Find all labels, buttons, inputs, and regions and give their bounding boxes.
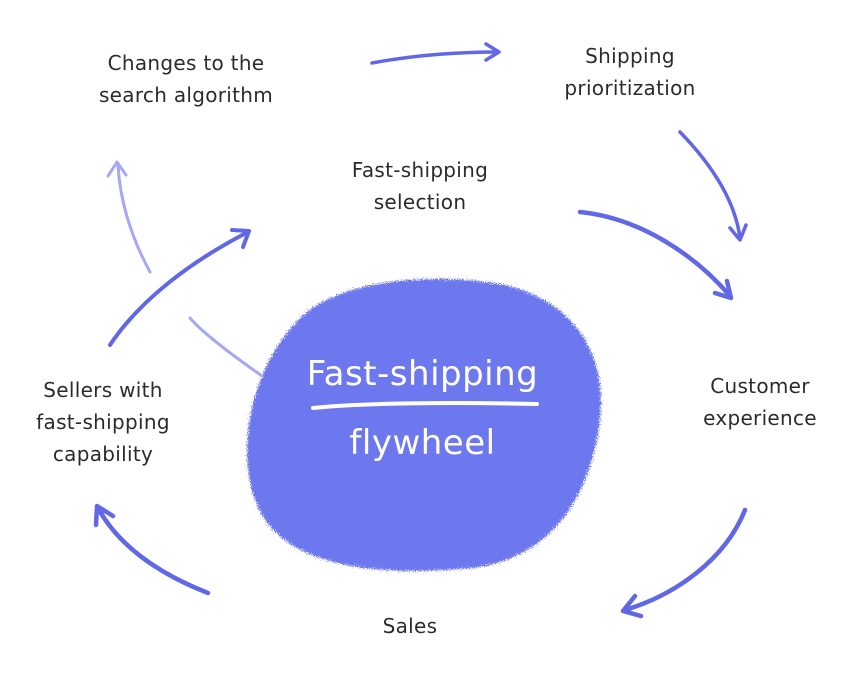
arrow-customer-to-sales <box>620 507 748 619</box>
node-search-algorithm: Changes to the search algorithm <box>86 47 286 111</box>
node-shipping-prioritization-line-2: prioritization <box>564 76 696 100</box>
node-fast-shipping-selection-line-1: Fast-shipping <box>351 158 489 182</box>
node-fast-shipping-selection: Fast-shipping selection <box>330 154 510 218</box>
arrow-search-to-shipping <box>370 42 501 65</box>
node-sellers-line-2: fast-shipping <box>36 410 170 434</box>
center-blob <box>247 278 602 571</box>
center-underline <box>311 401 539 410</box>
center-title: Fast-shipping <box>306 354 539 394</box>
arrow-selection-to-customer <box>577 209 734 301</box>
node-sellers-line-1: Sellers with <box>43 378 163 402</box>
arrow-sellers-to-selection <box>108 228 251 347</box>
node-shipping-prioritization: Shipping prioritization <box>540 40 720 104</box>
node-customer-experience: Customer experience <box>685 370 835 434</box>
node-sales: Sales <box>360 610 460 642</box>
center-subtitle: flywheel <box>349 423 496 463</box>
node-sellers-line-3: capability <box>52 442 154 466</box>
node-search-algorithm-line-1: Changes to the <box>107 51 265 75</box>
arrow-blob-to-search <box>106 160 264 378</box>
node-fast-shipping-selection-line-2: selection <box>373 190 467 214</box>
arrow-sales-to-sellers <box>93 503 211 596</box>
node-shipping-prioritization-line-1: Shipping <box>585 44 675 68</box>
node-sellers: Sellers with fast-shipping capability <box>18 374 188 470</box>
node-customer-experience-line-1: Customer <box>710 374 810 398</box>
node-customer-experience-line-2: experience <box>703 406 817 430</box>
node-search-algorithm-line-2: search algorithm <box>98 83 274 107</box>
node-sales-line-1: Sales <box>382 614 438 638</box>
arrow-shipping-to-customer <box>678 130 748 242</box>
